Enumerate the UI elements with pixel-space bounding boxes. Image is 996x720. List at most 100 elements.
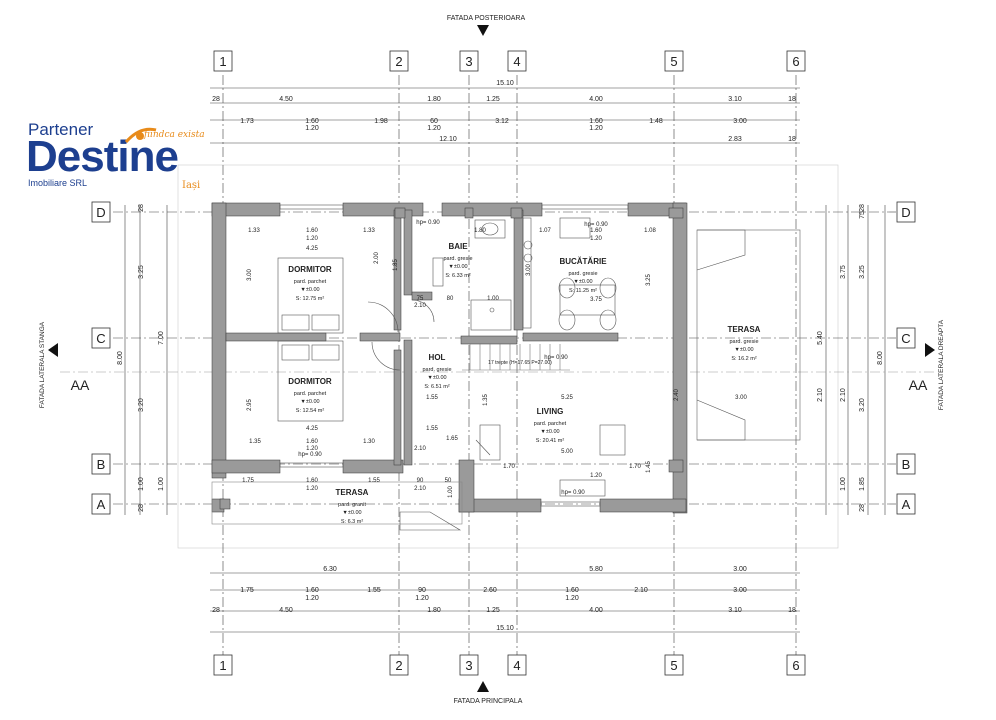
dimension-label: 5.40 [817, 331, 824, 345]
axis-bubble-bottom-1 [213, 654, 233, 676]
axis-bubble-bottom-3 [459, 654, 479, 676]
room-level: ▼±0.00 [300, 399, 319, 405]
axis-bubble-top-5-label: 5 [670, 54, 677, 69]
dimension-label: 1.20 [565, 595, 579, 602]
room-name: HOL [429, 353, 446, 362]
axis-bubble-right-C [896, 327, 916, 349]
axis-bubble-right-D [896, 201, 916, 223]
dimension-label: 28 [138, 204, 145, 212]
axis-bubble-bottom-4-label: 4 [513, 658, 520, 673]
room-floor: pard. parchet [534, 421, 567, 427]
dimension-label: 1.98 [374, 118, 388, 125]
dimension-label: 1.75 [242, 478, 254, 484]
dimension-label: 80 [447, 296, 454, 302]
dimension-label: 1.20 [589, 125, 603, 132]
dimension-label: 1.00 [840, 477, 847, 491]
section-mark-left: AA [71, 377, 90, 393]
dimension-label: 1.20 [305, 125, 319, 132]
dimension-label: 50 [445, 478, 452, 484]
axis-bubble-left-D [91, 201, 111, 223]
dimension-label: 2.10 [817, 388, 824, 402]
dimension-label: 2.10 [414, 303, 426, 309]
dimension-label: 4.00 [589, 607, 603, 614]
room-level: ▼±0.00 [573, 279, 592, 285]
right-total-dim: 8.00 [877, 351, 884, 365]
dimension-label: 28 [212, 607, 220, 614]
dimension-label: hp= 0.90 [298, 452, 322, 458]
axis-bubble-right-C-label: C [901, 331, 910, 346]
room-level: ▼±0.00 [300, 287, 319, 293]
room-level: ▼±0.00 [342, 510, 361, 516]
axis-bubble-left-A-label: A [97, 497, 106, 512]
dimension-label: 75 [859, 211, 866, 219]
dimension-label: 2.83 [728, 136, 742, 143]
dimension-label: 2.10 [840, 388, 847, 402]
room-name: TERASA [336, 488, 369, 497]
dimension-label: 6.30 [323, 566, 337, 573]
dimension-label: 5.25 [561, 395, 573, 401]
facade-left-label: FATADA LATERALA STANGA [39, 321, 46, 408]
dimension-label: 1.00 [138, 477, 145, 491]
dimension-label: 1.85 [393, 259, 399, 271]
dimension-label: 3.25 [646, 274, 652, 286]
dimension-label: hp= 0.90 [416, 220, 440, 226]
dimension-label: 1.60 [306, 478, 318, 484]
room-area: S: 20.41 m² [536, 438, 565, 444]
axis-bubble-right-B-label: B [902, 457, 911, 472]
dimension-label: 3.00 [733, 566, 747, 573]
dimension-label: 1.30 [363, 439, 375, 445]
dimension-label: 75 [417, 296, 424, 302]
room-floor: pard. gresie [729, 339, 758, 345]
dimension-label: 3.00 [247, 269, 253, 281]
bottom-total-dim: 15.10 [496, 625, 514, 632]
dimension-label: 1.00 [448, 486, 454, 498]
dimension-label: 1.45 [646, 461, 652, 473]
room-floor: pard. gresie [422, 367, 451, 373]
dimension-label: 1.07 [539, 228, 551, 234]
top-total-dim: 15.10 [496, 80, 514, 87]
room-name: TERASA [728, 325, 761, 334]
axis-bubble-bottom-4 [507, 654, 527, 676]
dimension-label: 1.55 [367, 587, 381, 594]
dimension-label: 1.20 [306, 236, 318, 242]
logo-city: Iași [182, 180, 201, 191]
dimension-label: 1.75 [240, 587, 254, 594]
axis-bubble-bottom-2 [389, 654, 409, 676]
dimension-label: 1.70 [629, 464, 641, 470]
dimension-label: 12.10 [439, 136, 457, 143]
dimension-label: hp= 0.90 [544, 355, 568, 361]
dimension-label: 1.85 [859, 477, 866, 491]
room-area: S: 12.75 m² [296, 296, 325, 302]
dimension-label: 2.10 [634, 587, 648, 594]
axis-bubble-bottom-3-label: 3 [465, 658, 472, 673]
facade-right-label: FATADA LATERALA DREAPTA [938, 319, 945, 410]
axis-bubble-top-3-label: 3 [465, 54, 472, 69]
logo-line1: Partener [28, 120, 94, 139]
dimension-label: 90 [418, 587, 426, 594]
axis-bubble-right-D-label: D [901, 205, 910, 220]
room-level: ▼±0.00 [427, 375, 446, 381]
dimension-label: 1.20 [306, 446, 318, 452]
dimension-label: 28 [212, 96, 220, 103]
dimension-label: 3.00 [733, 118, 747, 125]
dimension-label: 1.60 [305, 587, 319, 594]
dimension-label: 3.20 [138, 398, 145, 412]
axis-bubble-top-2 [389, 50, 409, 72]
left-total-dim: 8.00 [117, 351, 124, 365]
dimension-label: 3.00 [733, 587, 747, 594]
dimension-label: 2.95 [247, 399, 253, 411]
dimension-label: 5.80 [589, 566, 603, 573]
room-floor: pard. parchet [294, 391, 327, 397]
dimension-label: 4.50 [279, 607, 293, 614]
dimension-label: 1.60 [565, 587, 579, 594]
dimension-label: 1.00 [487, 296, 499, 302]
facade-bottom-label: FATADA PRINCIPALA [454, 698, 523, 705]
dimension-label: 1.00 [158, 477, 165, 491]
dimension-label: 3.00 [526, 264, 532, 276]
axis-bubble-top-4 [507, 50, 527, 72]
swoosh-icon [124, 127, 157, 144]
axis-bubble-right-A-label: A [902, 497, 911, 512]
dimension-label: 3.00 [735, 395, 747, 401]
dimension-label: 4.25 [306, 426, 318, 432]
axis-bubble-top-3 [459, 50, 479, 72]
